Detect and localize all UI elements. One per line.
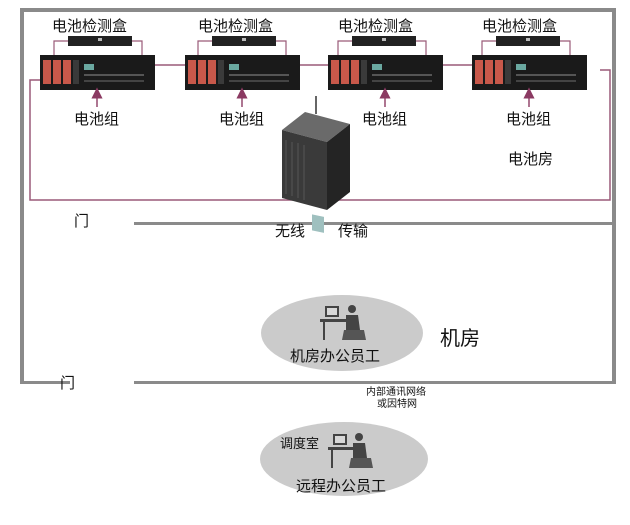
battery-group-label-4: 电池组 (506, 110, 552, 128)
battery-detector-box-3 (337, 36, 427, 55)
machine-room-staff-node (261, 295, 423, 371)
network-label-line2: 或因特网 (377, 399, 417, 410)
detector-box-label-3: 电池检测盒 (338, 17, 414, 35)
battery-group-label-3: 电池组 (362, 110, 408, 128)
battery-rack-2 (185, 55, 300, 90)
machine-room-label: 机房 (440, 326, 480, 350)
door-label-bottom: 门 (60, 374, 76, 392)
detector-box-label-4: 电池检测盒 (482, 17, 558, 35)
battery-room-label: 电池房 (508, 150, 554, 168)
network-label-line1: 内部通讯网络 (366, 387, 426, 398)
detector-box-label-1: 电池检测盒 (52, 17, 128, 35)
battery-group-label-1: 电池组 (74, 110, 120, 128)
bottom-wall-left (20, 381, 70, 384)
battery-group-label-2: 电池组 (219, 110, 265, 128)
wireless-label: 无线 (275, 222, 306, 240)
remote-staff-node (260, 422, 428, 496)
remote-workstation-icon (328, 433, 373, 468)
battery-detector-box-1 (53, 36, 143, 55)
remote-staff-label: 远程办公员工 (296, 477, 387, 495)
battery-detector-box-4 (481, 36, 571, 55)
battery-detector-box-2 (197, 36, 287, 55)
detector-box-label-2: 电池检测盒 (198, 17, 274, 35)
outer-wall-right (612, 8, 616, 384)
outer-wall-left (20, 8, 24, 384)
dispatch-room-label: 调度室 (280, 437, 320, 452)
machine-room-staff-label: 机房办公员工 (290, 347, 381, 365)
door-label-top: 门 (74, 212, 90, 230)
battery-rack-4 (472, 55, 587, 90)
transmission-label: 传输 (338, 222, 369, 240)
room-divider-wall (134, 222, 616, 225)
outer-wall-top (20, 8, 616, 12)
monitoring-host-icon (282, 96, 350, 233)
battery-rack-1 (40, 55, 155, 90)
bottom-wall-right (134, 381, 616, 384)
workstation-icon (320, 305, 366, 340)
battery-rack-3 (328, 55, 443, 90)
